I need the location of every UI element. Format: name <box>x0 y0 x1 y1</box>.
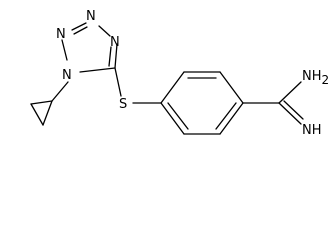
bond-n2-n3 <box>71 22 87 31</box>
bond-amidine-nh2 <box>278 81 302 104</box>
tetrazole-ring <box>61 22 118 73</box>
atom-nh2-subscript: 2 <box>322 73 330 87</box>
bond-ar-4 <box>219 102 244 135</box>
bond-c5-s <box>114 67 122 97</box>
cyclopropyl-group <box>30 81 69 126</box>
bond-n4-c5-double <box>108 46 112 67</box>
bond-ar-3 <box>219 71 244 104</box>
bond-n2-n3-double <box>73 26 88 35</box>
structure-diagram: N N N N S NH2 NH <box>30 9 329 138</box>
bond-n1-n2 <box>61 39 68 61</box>
bond-amidine-nh <box>278 102 302 125</box>
atom-n2: N <box>56 27 66 42</box>
bond-n3-n4 <box>98 25 111 37</box>
atom-nh2-main: NH <box>302 69 322 84</box>
atom-n4: N <box>110 35 120 50</box>
thioether-linkage <box>114 67 162 104</box>
atom-n3: N <box>86 9 96 24</box>
bond-ar-6-double <box>167 102 189 130</box>
bond-cp2 <box>30 103 44 126</box>
atom-nh: NH <box>302 123 322 138</box>
bond-c5-n1 <box>79 67 116 73</box>
bond-ar-1 <box>160 71 185 104</box>
amidine-group <box>242 81 304 125</box>
bond-n1-cyclopropyl <box>51 81 69 102</box>
bond-cp3 <box>42 100 53 126</box>
bond-ar-6 <box>160 102 185 135</box>
bond-amidine-nh-double <box>283 100 304 120</box>
atom-nh2: NH2 <box>302 69 329 87</box>
bond-n4-c5 <box>114 43 118 69</box>
benzene-ring <box>160 71 244 135</box>
atom-n1: N <box>62 68 72 83</box>
bond-ar-4-double <box>215 102 237 130</box>
atom-s: S <box>119 97 127 112</box>
bond-cp1 <box>30 100 53 105</box>
